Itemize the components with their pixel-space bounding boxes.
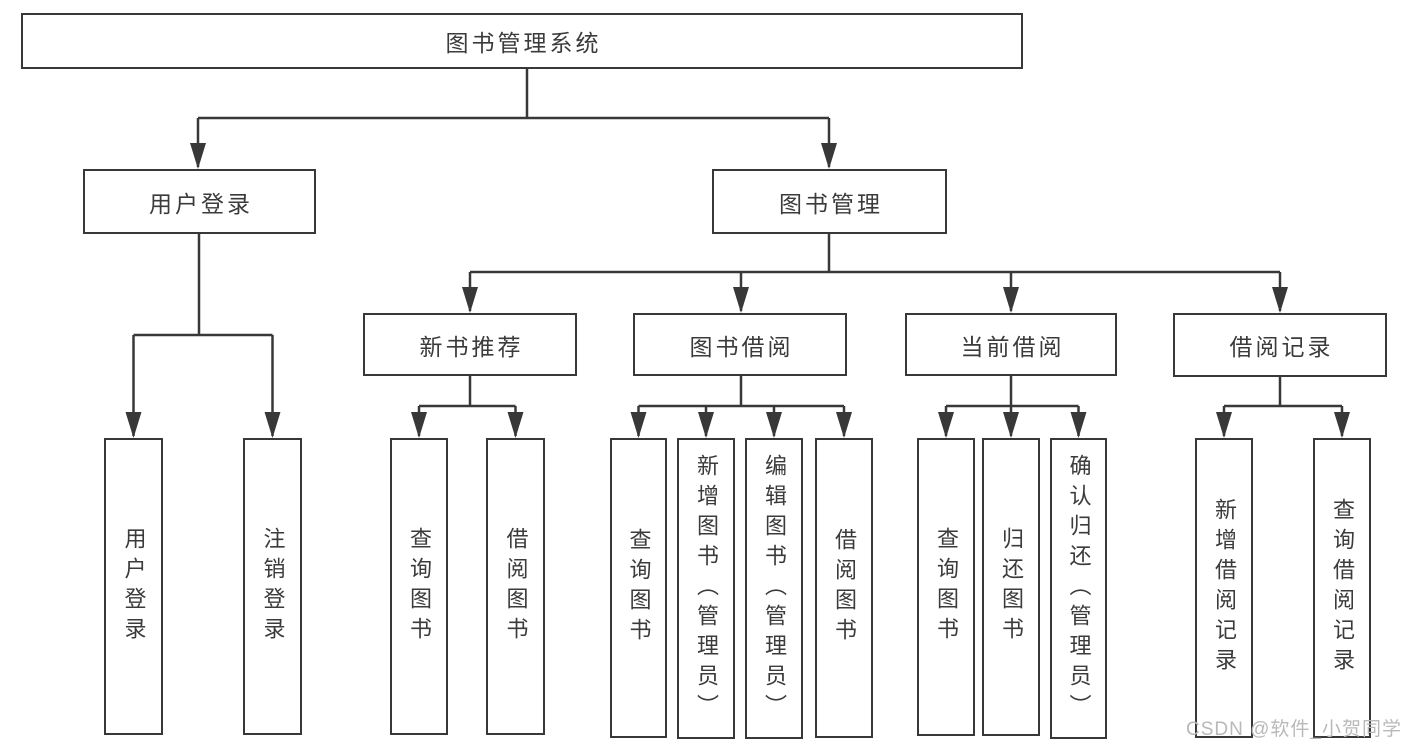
leaf-add-book-admin: 新增图书（管理员）	[677, 438, 735, 739]
leaf-query-borrow-record: 查询借阅记录	[1313, 438, 1371, 738]
leaf-edit-book-admin: 编辑图书（管理员）	[745, 438, 803, 739]
leaf-query-books-recommend: 查询图书	[390, 438, 448, 735]
watermark: CSDN @软件_小贺同学	[1186, 719, 1402, 740]
leaf-logout: 注销登录	[243, 438, 302, 735]
rail-current-borrow	[946, 376, 1079, 408]
leaf-return-book: 归还图书	[982, 438, 1040, 736]
rail-new-books	[419, 376, 516, 408]
leaf-borrow-books: 借阅图书	[815, 438, 873, 738]
rail-book-borrow	[638, 375, 844, 408]
node-user-login: 用户登录	[83, 169, 316, 234]
leaf-confirm-return-admin: 确认归还（管理员）	[1050, 438, 1107, 739]
leaf-add-borrow-record: 新增借阅记录	[1195, 438, 1253, 738]
leaf-query-books-current: 查询图书	[917, 438, 975, 736]
leaf-borrow-books-recommend: 借阅图书	[486, 438, 545, 735]
node-new-book-recommend: 新书推荐	[363, 313, 577, 376]
leaf-user-login: 用户登录	[104, 438, 163, 735]
node-root: 图书管理系统	[21, 13, 1023, 69]
rail-user-login	[133, 233, 273, 337]
node-book-management: 图书管理	[712, 169, 947, 234]
node-borrow-records: 借阅记录	[1173, 313, 1387, 377]
leaf-query-books-borrow: 查询图书	[610, 438, 667, 738]
rail-book-mgmt	[470, 233, 1280, 274]
rail-borrow-records	[1224, 377, 1342, 408]
rail-root	[198, 68, 829, 120]
node-current-borrow: 当前借阅	[905, 313, 1117, 376]
node-book-borrow: 图书借阅	[633, 313, 847, 376]
